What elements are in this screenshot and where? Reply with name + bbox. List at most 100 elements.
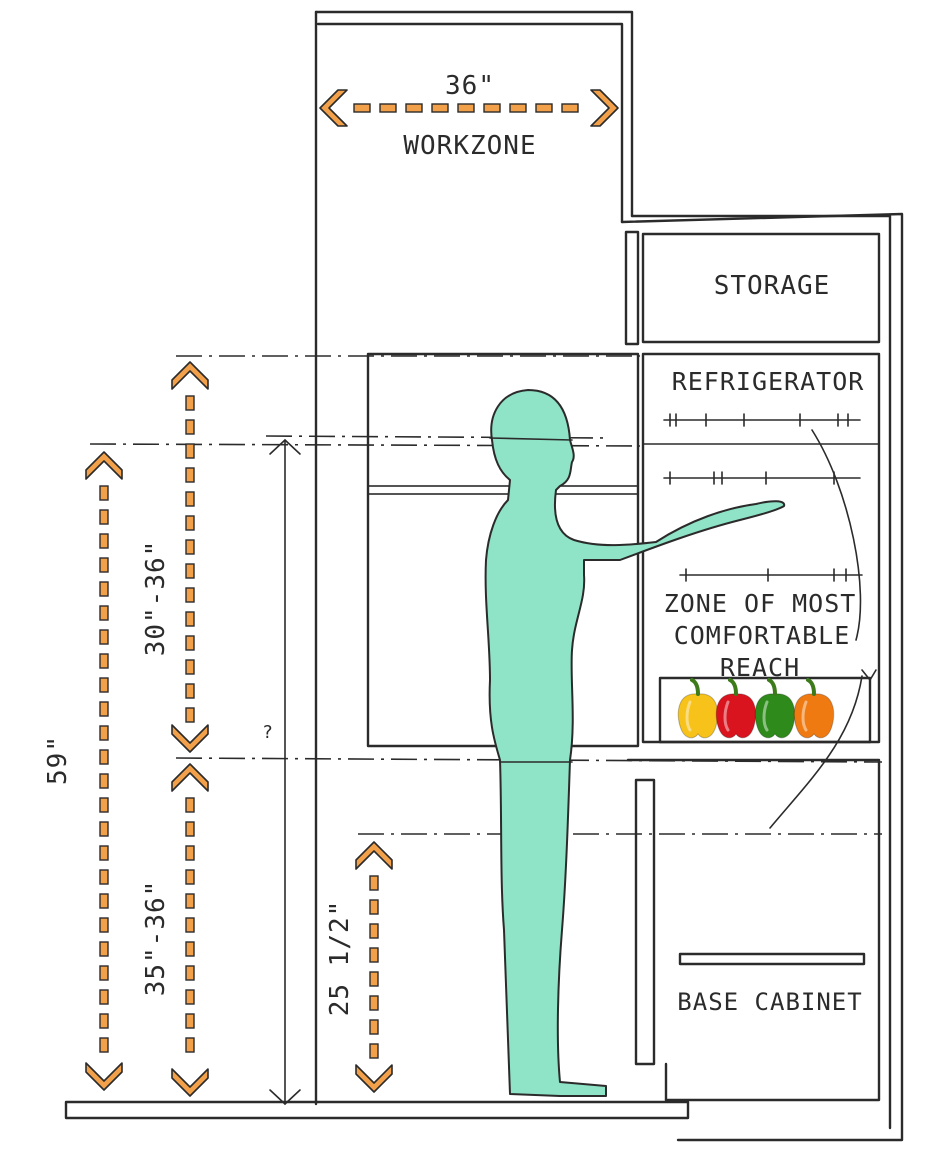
dim-30-36-arrow-dash bbox=[185, 707, 195, 723]
dim-35-36-arrow-dash bbox=[185, 821, 195, 837]
refrigerator-label: REFRIGERATOR bbox=[672, 367, 865, 396]
dim-59-arrow-dash bbox=[99, 773, 109, 789]
dim-59-arrow-head-bottom bbox=[85, 1062, 123, 1091]
dim-25-half-arrow-dash bbox=[369, 971, 379, 987]
bell-pepper-icon bbox=[677, 678, 719, 739]
dim-35-36-arrow-dash bbox=[185, 1013, 195, 1029]
peppers-group bbox=[677, 678, 835, 739]
dim-35-36-arrow-dash bbox=[185, 1037, 195, 1053]
dim-59-arrow-dash bbox=[99, 581, 109, 597]
bell-pepper-icon bbox=[793, 678, 835, 739]
dim-25-half-arrow-dash bbox=[369, 899, 379, 915]
workzone-width-label: 36" bbox=[445, 71, 495, 101]
dim-59-arrow-dash bbox=[99, 749, 109, 765]
dim-25-half-arrow-dash bbox=[369, 1019, 379, 1035]
person-silhouette-icon bbox=[484, 389, 786, 1097]
workzone-width-arrow-head-left bbox=[319, 89, 348, 127]
dim-59-arrow-dash bbox=[99, 893, 109, 909]
dim-25-half-arrow-dash bbox=[369, 1043, 379, 1059]
dim-35-36-arrow-head-bottom bbox=[171, 1068, 209, 1097]
workzone-width-arrow-dash bbox=[509, 103, 527, 113]
dim-35-36-arrow-dash bbox=[185, 869, 195, 885]
dimension-arrows bbox=[85, 89, 619, 1097]
workzone-width-arrow-head-right bbox=[590, 89, 619, 127]
dim-59-arrow-dash bbox=[99, 797, 109, 813]
dim-59-arrow-dash bbox=[99, 701, 109, 717]
zone-label-line1: ZONE OF MOST bbox=[664, 589, 857, 618]
dim-35-36-arrow-dash bbox=[185, 941, 195, 957]
dim-30-36-arrow-dash bbox=[185, 611, 195, 627]
dim-30-36-label: 30"-36" bbox=[141, 540, 171, 657]
reach-curve bbox=[769, 429, 877, 829]
dim-59-arrow-dash bbox=[99, 917, 109, 933]
workzone-width-arrow bbox=[319, 89, 619, 127]
labels: 36" WORKZONE STORAGE REFRIGERATOR ZONE O… bbox=[43, 71, 865, 1017]
dim-35-36-arrow-dash bbox=[185, 965, 195, 981]
dim-35-36-arrow-dash bbox=[185, 917, 195, 933]
bell-pepper-icon bbox=[754, 678, 796, 739]
dim-59-arrow-dash bbox=[99, 845, 109, 861]
dim-59-arrow-dash bbox=[99, 725, 109, 741]
dim-59-arrow-dash bbox=[99, 533, 109, 549]
dim-59-arrow-dash bbox=[99, 965, 109, 981]
dim-59-arrow-dash bbox=[99, 677, 109, 693]
dim-59-arrow-dash bbox=[99, 485, 109, 501]
workzone-column bbox=[314, 10, 904, 1142]
dim-35-36-arrow bbox=[171, 763, 209, 1097]
dim-30-36-arrow-dash bbox=[185, 491, 195, 507]
dim-35-36-arrow-dash bbox=[185, 893, 195, 909]
dim-30-36-arrow-dash bbox=[185, 563, 195, 579]
dim-30-36-arrow-dash bbox=[185, 587, 195, 603]
question-mark: ? bbox=[262, 722, 274, 743]
dim-59-label: 59" bbox=[43, 735, 73, 785]
workzone-width-arrow-dash bbox=[379, 103, 397, 113]
dim-25-half-arrow-head-top bbox=[355, 841, 393, 870]
dim-59-arrow-dash bbox=[99, 941, 109, 957]
dim-30-36-arrow-dash bbox=[185, 683, 195, 699]
dim-59-arrow-dash bbox=[99, 629, 109, 645]
dim-30-36-arrow-dash bbox=[185, 635, 195, 651]
dim-35-36-arrow-dash bbox=[185, 797, 195, 813]
dim-25-half-arrow-dash bbox=[369, 995, 379, 1011]
dim-59-arrow-dash bbox=[99, 989, 109, 1005]
base-cabinet-label: BASE CABINET bbox=[677, 988, 862, 1016]
dim-35-36-arrow-head-top bbox=[171, 763, 209, 792]
workzone-label: WORKZONE bbox=[403, 131, 536, 161]
floor bbox=[64, 1100, 690, 1120]
dim-30-36-arrow-dash bbox=[185, 419, 195, 435]
dim-59-arrow-dash bbox=[99, 509, 109, 525]
workzone-width-arrow-dash bbox=[483, 103, 501, 113]
dim-25-half-label: 25 1/2" bbox=[325, 900, 355, 1017]
workzone-width-arrow-dash bbox=[457, 103, 475, 113]
workzone-width-arrow-dash bbox=[561, 103, 579, 113]
dim-59-arrow-dash bbox=[99, 605, 109, 621]
dim-30-36-arrow-dash bbox=[185, 539, 195, 555]
zone-label-line2: COMFORTABLE bbox=[674, 621, 851, 650]
base-cabinet bbox=[626, 758, 881, 1102]
storage-cabinet bbox=[624, 230, 881, 346]
workzone-width-arrow-dash bbox=[535, 103, 553, 113]
storage-label: STORAGE bbox=[714, 271, 831, 301]
workzone-width-arrow-dash bbox=[405, 103, 423, 113]
dim-25-half-arrow-dash bbox=[369, 923, 379, 939]
dim-59-arrow bbox=[85, 451, 123, 1091]
dim-30-36-arrow-dash bbox=[185, 395, 195, 411]
dim-59-arrow-dash bbox=[99, 557, 109, 573]
dim-30-36-arrow-head-top bbox=[171, 361, 209, 390]
dim-25-half-arrow bbox=[355, 841, 393, 1093]
workzone-width-arrow-dash bbox=[431, 103, 449, 113]
dim-30-36-arrow-head-bottom bbox=[171, 724, 209, 753]
dim-59-arrow-dash bbox=[99, 1037, 109, 1053]
dim-30-36-arrow-dash bbox=[185, 659, 195, 675]
dim-59-arrow-dash bbox=[99, 821, 109, 837]
dim-25-half-arrow-dash bbox=[369, 947, 379, 963]
dim-30-36-arrow-dash bbox=[185, 443, 195, 459]
dim-30-36-arrow-dash bbox=[185, 515, 195, 531]
dim-59-arrow-dash bbox=[99, 869, 109, 885]
dim-25-half-arrow-dash bbox=[369, 875, 379, 891]
dim-30-36-arrow bbox=[171, 361, 209, 753]
dim-59-arrow-dash bbox=[99, 1013, 109, 1029]
dim-35-36-arrow-dash bbox=[185, 989, 195, 1005]
